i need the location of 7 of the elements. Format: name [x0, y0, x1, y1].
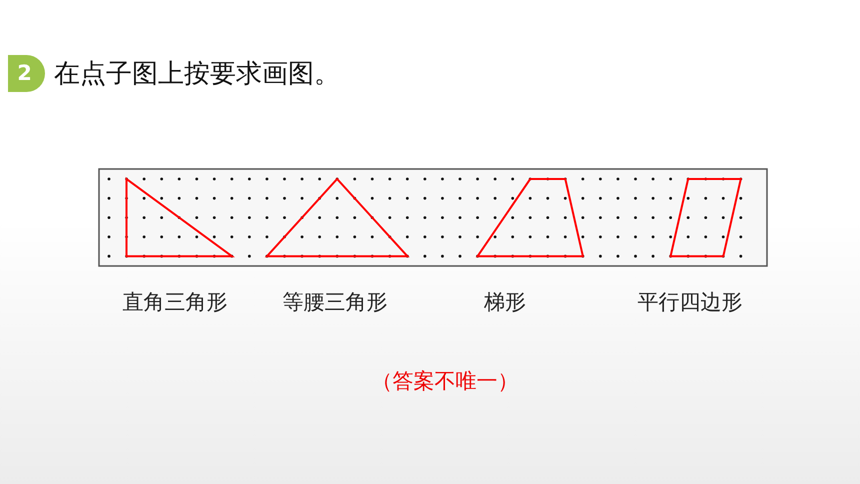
- instruction-text: 在点子图上按要求画图。: [54, 58, 340, 91]
- shape-name: 直角三角形: [122, 289, 228, 316]
- shape-name: 梯形: [484, 289, 526, 316]
- shape-name: 等腰三角形: [282, 289, 388, 316]
- question-number: 2: [8, 55, 45, 92]
- shape-name: 平行四边形: [638, 289, 742, 316]
- note-text: （答案不唯一）: [372, 368, 518, 395]
